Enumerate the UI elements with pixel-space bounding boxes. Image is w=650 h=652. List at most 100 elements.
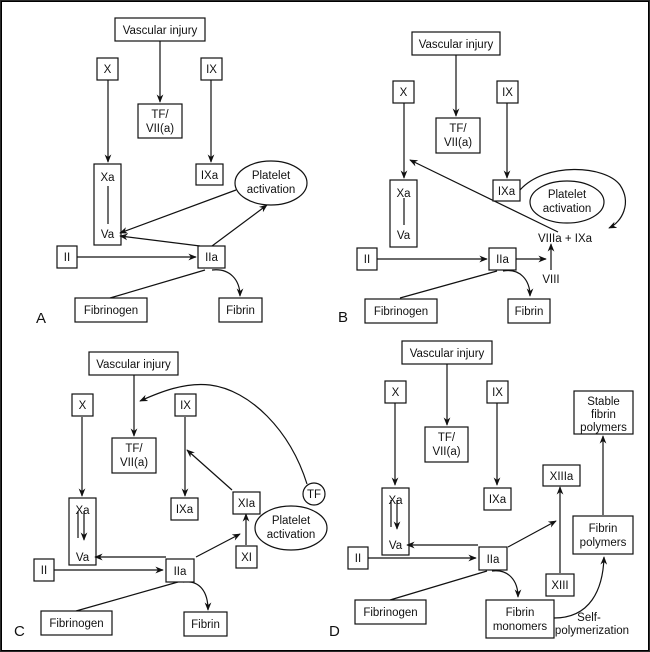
label-polymerization: polymerization [555,625,629,637]
label-tf: TF/ [449,123,467,135]
node-ix [486,380,509,404]
label-activation: activation [247,184,296,196]
node-ii [33,558,55,582]
label-polymers: polymers [580,422,627,434]
node-xa-va [381,487,410,556]
node-fibrinogen [40,610,113,636]
label-iia: IIa [487,554,500,566]
label-ixa: IXa [498,186,516,198]
node-ix [496,80,519,104]
node-tf-viia [111,437,157,474]
label-x: X [104,64,112,76]
label-xi: XI [241,552,252,564]
node-fibrinogen [354,599,427,625]
edge-xia-to-ix [186,449,233,491]
label-viiia-ixa: VIIIa + IXa [538,233,593,245]
label-viia: VII(a) [444,137,472,149]
node-iia [488,247,517,271]
node-fibrin-monomers [485,599,555,639]
node-xa-va [389,179,418,248]
label-fibrin: Fibrin [589,523,618,535]
edge-fibrinogen-to-iia [399,270,498,299]
node-ixa [195,163,224,186]
node-x [384,380,407,404]
panel-a: Vascular injury X IX TF/ VII(a) Xa Va IX… [36,17,308,327]
node-fibrin [218,297,263,323]
label-ix: IX [502,87,513,99]
label-xa: Xa [100,172,115,184]
label-platelet: Platelet [252,170,291,182]
edge-to-fibrin [182,581,212,611]
panel-c: Vascular injury X IX TF/ VII(a) Xa Va IX… [14,351,328,640]
node-ii [56,245,78,269]
edge-tf-to-vascular [139,383,308,485]
edge-monomers-to-polymers [553,556,608,619]
node-fibrin [183,611,228,637]
label-xa: Xa [396,188,411,200]
panel-label-a: A [36,310,46,327]
label-va: Va [76,552,90,564]
node-fibrinogen [74,297,148,323]
label-activation: activation [267,529,316,541]
label-iia: IIa [174,566,187,578]
label-va: Va [397,230,411,242]
node-iia [478,546,508,571]
node-platelet-activation [529,180,605,224]
node-xiii [545,573,575,597]
label-xa: Xa [75,505,90,517]
label-self: Self- [577,612,601,624]
edge-ixa-to-viiia-ixa [519,168,626,229]
panel-label-b: B [338,309,348,326]
label-ix: IX [492,387,503,399]
node-ix [174,393,197,417]
label-ixa: IXa [489,494,507,506]
label-vascular-injury: Vascular injury [123,25,198,37]
node-vascular-injury [88,351,179,376]
label-x: X [400,87,408,99]
node-fibrin-polymers [572,515,634,555]
label-fibrinogen: Fibrinogen [374,306,428,318]
node-ixa [483,487,512,511]
edge-iia-to-platelet [211,204,268,247]
label-xiiia: XIIIa [550,471,574,483]
label-fibrin: Fibrin [506,607,535,619]
panel-d: Vascular injury X IX TF/ VII(a) Xa Va IX… [329,340,634,640]
label-fibrinogen: Fibrinogen [363,607,417,619]
node-iia [165,558,195,583]
label-iia: IIa [205,252,218,264]
node-platelet-activation [234,160,308,206]
node-xa-va [68,497,97,566]
node-fibrinogen [364,298,438,324]
edge-to-fibrin [502,269,534,297]
label-ii: II [64,252,70,264]
panel-label-d: D [329,623,340,640]
node-vascular-injury [114,17,206,42]
edge-iia-to-xia [195,533,241,558]
node-platelet-activation [254,505,328,551]
node-x [71,393,94,417]
label-platelet: Platelet [272,515,311,527]
label-ixa: IXa [201,170,219,182]
node-ii [347,546,369,570]
label-x: X [392,387,400,399]
edge-to-fibrin-monomers [491,570,522,598]
label-ixa: IXa [176,504,194,516]
label-fibrin: Fibrin [515,306,544,318]
label-vascular-injury: Vascular injury [419,39,494,51]
node-vascular-injury [411,31,501,56]
label-stable: Stable [587,396,620,408]
label-tf-circle: TF [307,489,321,501]
label-va: Va [101,229,115,241]
node-vascular-injury [401,340,493,365]
node-ix [200,57,223,81]
label-tf: TF/ [151,109,169,121]
label-fibrinogen: Fibrinogen [84,305,138,317]
node-xi [235,545,258,569]
edge-viiia-ixa-to-x [409,159,559,233]
node-xiiia [542,464,581,487]
node-x [392,80,415,104]
node-tf-viia [424,426,469,463]
label-fibrinogen: Fibrinogen [49,618,103,630]
edge-to-fibrin [211,269,244,297]
